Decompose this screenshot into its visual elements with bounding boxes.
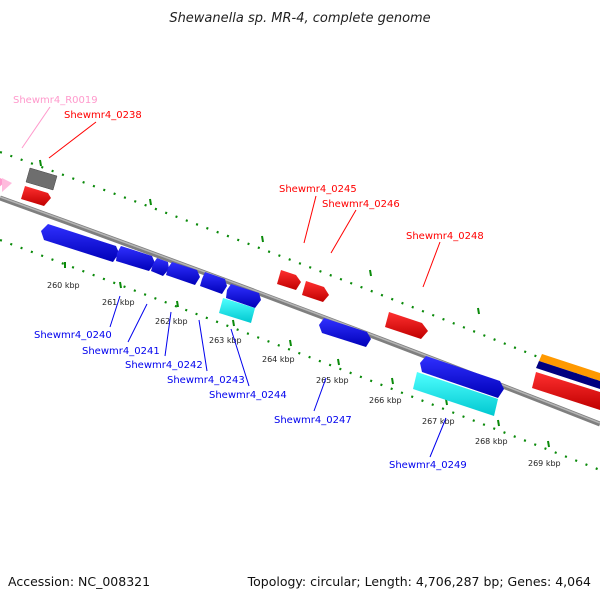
outer-major-tick [477,307,480,315]
inner-major-tick [547,440,550,448]
gene-0248[interactable] [385,312,428,339]
label-0244[interactable]: Shewmr4_0244 [209,390,287,401]
label-0249[interactable]: Shewmr4_0249 [389,460,467,471]
gene-0243[interactable] [166,262,200,285]
leader-0245 [303,195,317,244]
inner-major-tick [119,281,122,289]
feature-gray-0238-region[interactable] [25,167,58,191]
leader-0243 [198,319,208,372]
leader-0241 [127,303,148,343]
inner-major-tick [497,419,500,427]
genome-backbone [0,195,600,427]
outer-major-ticks [39,159,480,315]
label-0241[interactable]: Shewmr4_0241 [82,346,160,357]
gene-0249-cyan[interactable] [413,372,498,416]
leader-0249 [429,417,447,458]
tick-label-263: 263 kbp [209,336,242,345]
leader-0244 [230,328,250,387]
label-0238[interactable]: Shewmr4_0238 [64,110,142,121]
gene-0242[interactable] [151,258,169,276]
inner-tick-ring [0,238,600,472]
tick-label-264: 264 kbp [262,355,295,364]
leader-0247 [313,377,327,412]
label-0245[interactable]: Shewmr4_0245 [279,184,357,195]
leader-0240 [109,295,121,328]
label-0247[interactable]: Shewmr4_0247 [274,415,352,426]
gene-0244-cyan[interactable] [219,298,255,323]
inner-major-tick [232,319,235,327]
label-0242[interactable]: Shewmr4_0242 [125,360,203,371]
gene-labels: Shewmr4_R0019 Shewmr4_0238 Shewmr4_0245 … [13,95,484,471]
leader-0248 [422,241,441,288]
tick-label-267: 267 kbp [422,417,455,426]
map-title: Shewanella sp. MR-4, complete genome [169,11,430,26]
label-0248[interactable]: Shewmr4_0248 [406,231,484,242]
leader-0246 [330,209,357,254]
label-r0019[interactable]: Shewmr4_R0019 [13,95,98,106]
gene-0243b[interactable] [200,272,227,294]
tick-label-269: 269 kbp [528,459,561,468]
gene-0238[interactable] [21,186,51,206]
inner-major-tick [289,339,292,347]
tick-label-266: 266 kbp [369,396,402,405]
label-0240[interactable]: Shewmr4_0240 [34,330,112,341]
tick-label-262: 262 kbp [155,317,188,326]
gene-0241[interactable] [116,246,155,271]
outer-major-tick [39,159,42,167]
inner-major-tick [337,358,340,366]
tick-label-265: 265 kbp [316,376,349,385]
outer-major-tick [261,235,264,243]
outer-tick-ring [0,150,600,384]
gene-0240[interactable] [41,224,119,262]
leader-0242 [164,311,172,357]
outer-major-tick [369,269,372,277]
gene-0246[interactable] [302,281,329,302]
leader-0238 [48,121,97,159]
rna-feature-r0019[interactable] [0,176,12,192]
genome-summary-text: Topology: circular; Length: 4,706,287 bp… [247,574,591,589]
right-edge-features[interactable] [532,354,600,410]
inner-major-tick [391,377,394,385]
gene-0247[interactable] [319,318,371,347]
inner-major-tick [176,300,179,308]
gene-0245[interactable] [277,270,301,290]
tick-label-260: 260 kbp [47,281,80,290]
gene-0249[interactable] [420,356,504,398]
outer-major-tick [149,198,152,206]
tick-label-268: 268 kbp [475,437,508,446]
label-0246[interactable]: Shewmr4_0246 [322,199,400,210]
leader-r0019 [21,106,51,149]
label-0243[interactable]: Shewmr4_0243 [167,375,245,386]
leader-lines [21,106,447,458]
gene-0244[interactable] [226,284,261,308]
accession-text: Accession: NC_008321 [8,574,150,589]
